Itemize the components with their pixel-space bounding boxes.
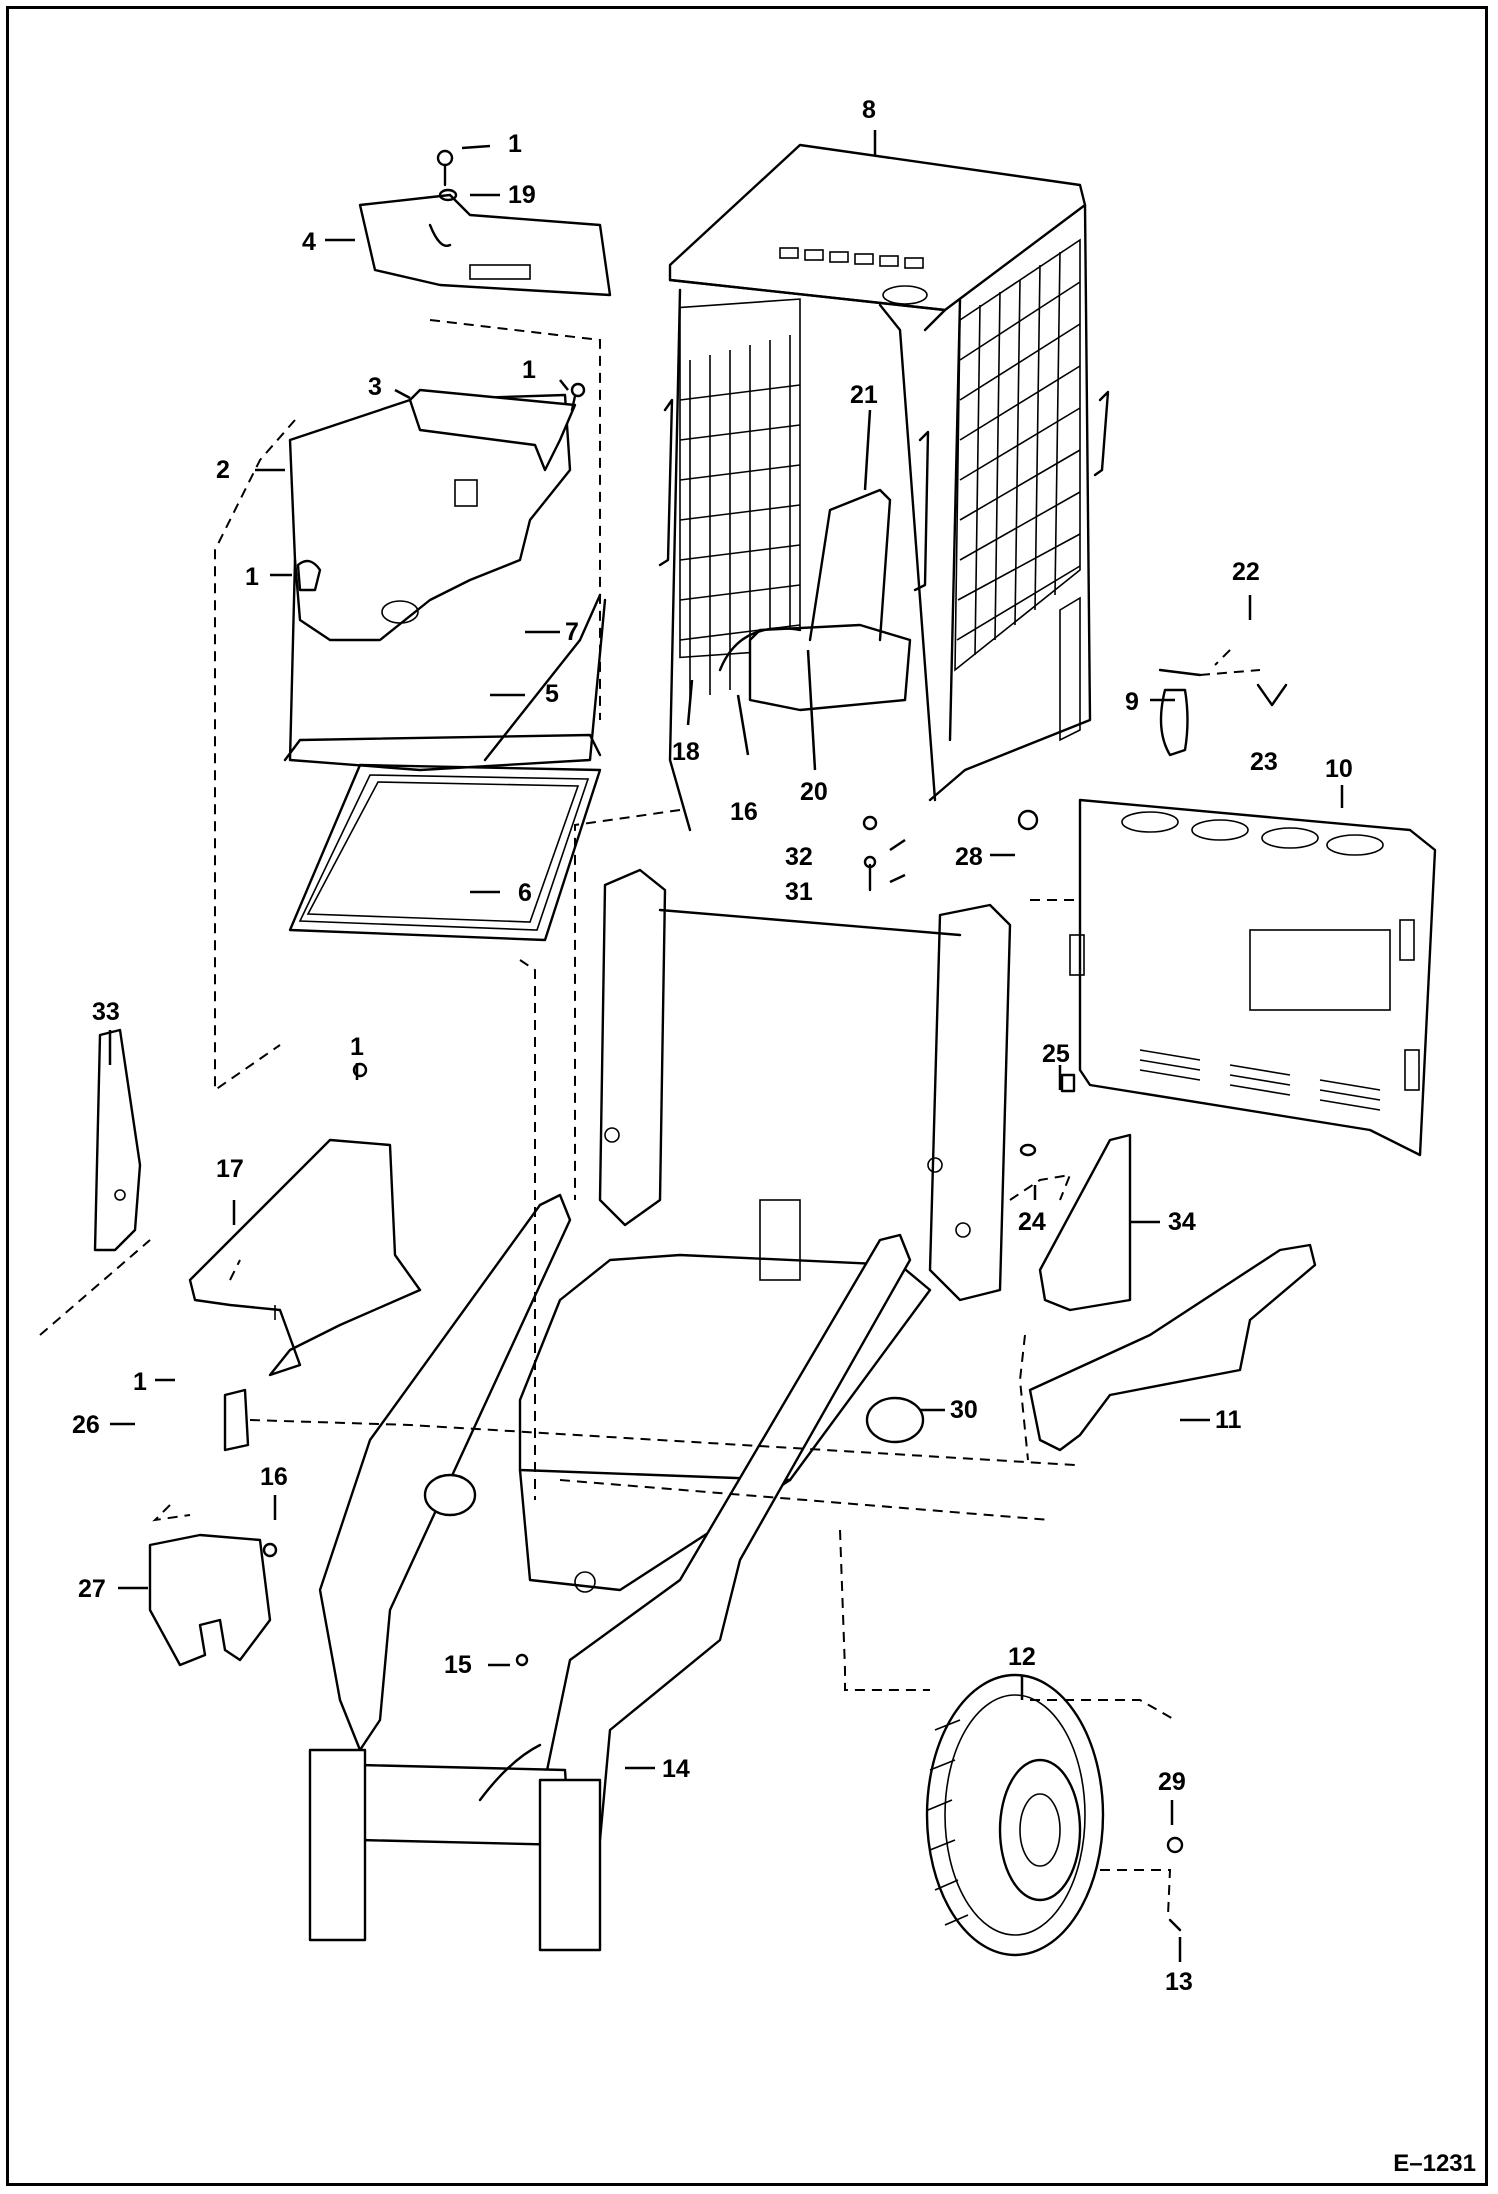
- callout-17: 17: [216, 1155, 244, 1183]
- callout-1: 1: [522, 356, 536, 384]
- callout-19: 19: [508, 181, 536, 209]
- callout-1: 1: [245, 563, 259, 591]
- part-3-bracket: [408, 388, 577, 472]
- callout-2: 2: [216, 456, 230, 484]
- callout-6: 6: [518, 879, 532, 907]
- callout-10: 10: [1325, 755, 1353, 783]
- part-11-fender-plate: [1028, 1243, 1317, 1452]
- callout-30: 30: [950, 1396, 978, 1424]
- callout-16: 16: [730, 798, 758, 826]
- part-9-pin: [1158, 668, 1202, 757]
- callout-14: 14: [662, 1755, 690, 1783]
- part-8-operator-cab: [658, 143, 1110, 832]
- part-2-side-panel: [283, 393, 607, 772]
- part-5-rod: [483, 593, 602, 762]
- callout-26: 26: [72, 1411, 100, 1439]
- callout-13: 13: [1165, 1968, 1193, 1996]
- callout-20: 20: [800, 778, 828, 806]
- callout-32: 32: [785, 843, 813, 871]
- callout-25: 25: [1042, 1040, 1070, 1068]
- callout-34: 34: [1168, 1208, 1196, 1236]
- callout-1: 1: [350, 1033, 364, 1061]
- callout-31: 31: [785, 878, 813, 906]
- alignment-lines: [39, 319, 1231, 1916]
- callout-21: 21: [850, 381, 878, 409]
- callout-3: 3: [368, 373, 382, 401]
- callout-18: 18: [672, 738, 700, 766]
- callout-9: 9: [1125, 688, 1139, 716]
- callout-11: 11: [1215, 1406, 1242, 1434]
- callout-29: 29: [1158, 1768, 1186, 1796]
- part-10-rear-door: [1069, 798, 1437, 1157]
- part-33-side-bracket: [93, 1028, 142, 1252]
- callout-1: 1: [133, 1368, 147, 1396]
- callout-28: 28: [955, 843, 983, 871]
- callout-7: 7: [565, 618, 579, 646]
- callout-labels: 1 19 4 8 1 3 2 1 7 5 6 21 18 16 20 32 31…: [72, 96, 1353, 1996]
- callout-16: 16: [260, 1463, 288, 1491]
- callout-1: 1: [508, 130, 522, 158]
- callout-22: 22: [1232, 558, 1260, 586]
- callout-15: 15: [444, 1651, 472, 1679]
- callout-33: 33: [92, 998, 120, 1026]
- callout-24: 24: [1018, 1208, 1046, 1236]
- part-4-cover-plate: [358, 193, 612, 297]
- part-loader-frame: [308, 868, 1012, 1952]
- part-17-floor-plate: [188, 1138, 422, 1377]
- part-6-gasket-frame: [288, 763, 602, 942]
- callout-27: 27: [78, 1575, 106, 1603]
- callout-8: 8: [862, 96, 876, 124]
- callout-4: 4: [302, 228, 316, 256]
- figure-code: E–1231: [1393, 2150, 1476, 2177]
- part-12-wheel: [925, 1673, 1105, 1957]
- callout-leaders: [108, 130, 1344, 1962]
- part-34-gusset: [1038, 1133, 1132, 1312]
- hardware-fasteners: [223, 149, 1184, 1932]
- callout-23: 23: [1250, 748, 1278, 776]
- callout-5: 5: [545, 680, 559, 708]
- part-23-clip: [1199, 669, 1288, 707]
- part-27-shield: [148, 1533, 272, 1667]
- callout-12: 12: [1008, 1643, 1036, 1671]
